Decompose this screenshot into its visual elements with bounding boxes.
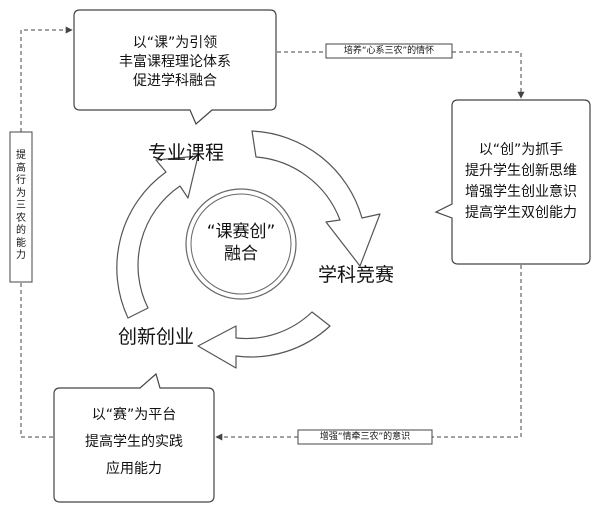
right-callout-line-2: 提升学生创新思维 [465, 163, 577, 179]
cycle-label-innovation: 创新创业 [118, 326, 195, 348]
top-callout-line-3: 促进学科融合 [133, 73, 217, 89]
cycle-label-competition: 学科竞赛 [318, 264, 395, 286]
top-callout-shape [73, 9, 277, 125]
right-callout-line-1: 以“创”为抓手 [478, 142, 564, 158]
right-callout-line-3: 增强学生创业意识 [465, 184, 577, 200]
side-label: 提高行为三农的能力 [16, 150, 26, 261]
bottom-callout-shape [53, 372, 215, 503]
top-callout-line-2: 丰富课程理论体系 [119, 54, 231, 70]
top-callout-text: 以“课”为引领 丰富课程理论体系 促进学科融合 [74, 34, 276, 91]
bottom-callout-line-2: 提高学生的实践 [85, 434, 183, 450]
bottom-callout-line-3: 应用能力 [106, 461, 162, 477]
bottom-callout-line-1: 以“赛”为平台 [91, 407, 177, 423]
center-label-line-2: 融合 [224, 244, 258, 264]
top-callout-line-1: 以“课”为引领 [132, 35, 218, 51]
connector-bottom-to-side [20, 283, 53, 438]
center-label-line-1: “课赛创” [206, 222, 276, 242]
right-callout-line-4: 提高学生双创能力 [465, 205, 577, 221]
top-tag-box [325, 43, 453, 59]
connector-tag-to-right [452, 51, 525, 99]
bottom-tag-label: 增强“情牵三农”的意识 [319, 432, 411, 442]
right-callout-shape [434, 99, 591, 265]
cycle-arrow-competition-to-innovation [197, 311, 331, 369]
cycle-arrow-innovation-to-course [116, 155, 199, 319]
top-tag-label: 培养“心系三农”的情怀 [343, 46, 435, 56]
cycle-arrow-course-to-competition [251, 130, 381, 267]
cycle-label-course: 专业课程 [148, 142, 225, 164]
right-callout-text: 以“创”为抓手 提升学生创新思维 增强学生创业意识 提高学生双创能力 [452, 140, 590, 224]
center-label: “课赛创” 融合 [191, 221, 291, 265]
connector-right-to-bottomtag [432, 265, 522, 438]
connector-side-to-top [20, 26, 73, 132]
bottom-callout-text: 以“赛”为平台 提高学生的实践 应用能力 [54, 402, 214, 483]
center-inner-ring [190, 193, 292, 295]
